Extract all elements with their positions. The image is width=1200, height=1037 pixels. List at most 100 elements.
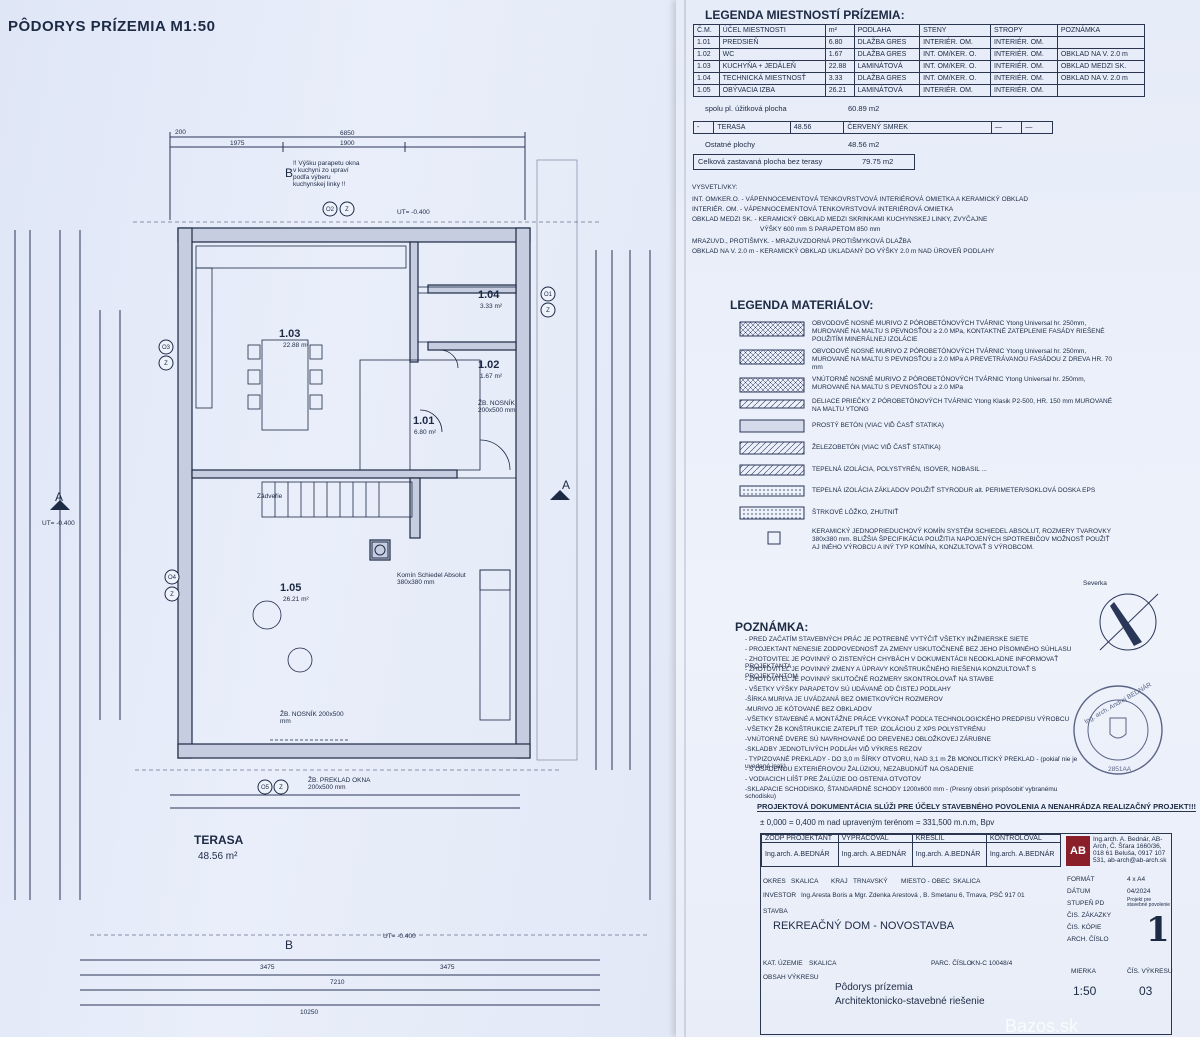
cell: — [1021,121,1053,134]
tb-label: ČIS. ZÁKAZKY [1067,912,1112,919]
cell: DLAŽBA GRES [853,72,921,85]
tb-value: Ing.Aresta Boris a Mgr. Zdenka Arestová … [801,892,1025,899]
elevation-note: ± 0,000 = 0,400 m nad upraveným terénom … [760,818,995,827]
note-line: - S OSADENOU EXTERIÉROVOU ŽALÚZIOU, NEZA… [745,766,974,773]
room-area-1.01: 6.80 m² [414,429,437,436]
other-label: Ostatné plochy [705,140,756,149]
abbrev-line: VÝŠKY 600 mm S PARAPETOM 850 mm [760,226,881,233]
material-item: VNÚTORNÉ NOSNÉ MURIVO Z PÓROBETÓNOVÝCH T… [812,376,1086,391]
tb-label: INVESTOR [763,892,797,899]
swatch-foundation-insulation [739,485,805,497]
room-area-1.03: 22.88 m² [283,342,309,349]
material-item: OBVODOVÉ NOSNÉ MURIVO Z PÓROBETÓNOVÝCH T… [812,348,1112,371]
tb-label: KRESLIL [911,834,987,843]
tb-value: TRNAVSKÝ [853,878,888,885]
section-a-right: A [562,478,571,492]
firm-logo: AB [1066,836,1090,866]
terrace-label: TERASA [194,833,244,847]
svg-text:O4: O4 [168,575,177,581]
material-item: ŠTRKOVÉ LÔŽKO, ZHUTNIŤ [812,509,899,516]
abbrev-line: OBKLAD NA V. 2.0 m - KERAMICKÝ OBKLAD UK… [692,248,995,255]
cell: INTERIÉR. OM. [990,36,1058,49]
tb-value: SKALICA [953,878,981,885]
abbrev-line: INTERIÉR. OM. - VÁPENNOCEMENTOVÁ TENKOVR… [692,206,954,213]
cell: 1.04 [693,72,720,85]
materials-legend-title: LEGENDA MATERIÁLOV: [730,298,874,312]
note-line: - VŠETKY VÝŠKY PARAPETOV SÚ UDÁVANÉ OD Č… [745,686,952,693]
cell: 48.56 [789,121,845,134]
tb-label: PARC. ČÍSLO [931,960,972,967]
col-header: Č.M. [693,24,720,37]
svg-text:O1: O1 [544,292,553,298]
cell: — [990,121,1023,134]
north-label: Severka [1083,580,1107,587]
sheet-title: PÔDORYS PRÍZEMIA M1:50 [8,18,216,35]
tb-value: 4 x A4 [1127,876,1146,883]
rooms-legend-header: Č.M. ÚČEL MIESTNOSTI m² PODLAHA STENY ST… [693,24,1146,37]
tb-value: Ing.arch. A.BEDNÁR [985,842,1062,867]
tb-label: KAT. ÚZEMIE [763,960,803,967]
tb-value: Ing.arch. A.BEDNÁR [837,842,913,867]
note-line: -MURIVO JE KÓTOVANÉ BEZ OBKLADOV [745,706,872,713]
tb-drawing-number: 03 [1139,984,1153,998]
room-label-1.01: 1.01 [413,415,435,427]
tb-value: SKALICA [791,878,819,885]
dim-bottom: 10250 [300,1009,319,1016]
note-line: -SKLAPACIE SCHODISKO, ŠTANDARDNÉ SCHODY … [745,786,1058,800]
rooms-legend-title: LEGENDA MIESTNOSTÍ PRÍZEMIA: [705,8,905,22]
watermark: Bazos.sk [1005,1016,1079,1036]
total-box [693,154,915,170]
section-b-bottom: B [285,938,294,952]
cell: INTERIÉR. OM. [990,48,1058,61]
room-area-1.02: 1.67 m² [480,373,503,380]
col-header: PODLAHA [853,24,921,37]
cell: 6.80 [824,36,855,49]
disclaimer: PROJEKTOVÁ DOKUMENTÁCIA SLÚŽI PRE ÚČELY … [757,802,1197,812]
cell: OBKLAD MEDZI SK. [1056,60,1146,73]
cell: INTERIÉR. OM. [990,60,1058,73]
material-item: TEPELNÁ IZOLÁCIA, POLYSTYRÉN, ISOVER, NO… [812,466,987,473]
cell: 26.21 [824,84,855,97]
level-bottom: UT= -0.400 [383,933,416,940]
swatch-wall-outer [739,321,805,337]
tb-value: SKALICA [809,960,837,967]
note-line: - VODIACICH LIÍŠT PRE ŽALÚZIE DO OSTENIA… [745,776,922,783]
cell [1056,84,1146,97]
cell: ČERVENÝ SMREK [843,121,992,134]
abbrev-title: VYSVETLIVKY: [692,184,738,191]
note-line: -ŠÍRKA MURIVA JE UVÁDZANÁ BEZ OMIETKOVÝC… [745,696,943,703]
chimney-label: Komín Schiedel Absolut 380x380 mm [397,572,466,586]
cell: TECHNICKÁ MIESTNOSŤ [718,72,826,85]
room-area-1.04: 3.33 m² [480,303,503,310]
dim-top: 6850 [340,130,355,137]
parapet-note: !! Výšku parapetu okna v kuchyni zo upra… [293,160,360,188]
tb-label: STUPEŇ PD [1067,900,1105,907]
tb-value: 04/2024 [1127,888,1151,895]
terrace-area: 48.56 m² [198,851,238,862]
swatch-wall-inner [739,377,805,393]
tb-label: KONTROLOVAL [985,834,1062,843]
section-b-top: B [285,166,294,180]
material-swatches [739,321,805,545]
beam-label-bottom: ŽB. NOSNÍK 200x500 mm [280,711,344,725]
svg-text:Z: Z [164,361,168,367]
cell: LAMINÁTOVÁ [853,84,921,97]
room-label-1.02: 1.02 [478,359,500,371]
col-header: ÚČEL MIESTNOSTI [718,24,826,37]
notes-title: POZNÁMKA: [735,620,809,634]
tb-value: Ing.arch. A.BEDNÁR [761,842,839,867]
north-arrow-icon [1099,593,1159,651]
note-line: -SKLADBY JEDNOTLIVÝCH PODLÁH VIĎ VÝKRES … [745,746,922,753]
cell: LAMINÁTOVÁ [853,60,921,73]
col-header: STROPY [990,24,1058,37]
svg-text:Z: Z [170,592,174,598]
cell: 1.05 [693,84,720,97]
cell: INTERIÉR. OM. [990,84,1058,97]
cell: 3.33 [824,72,855,85]
cell: INTERIÉR. OM. [990,72,1058,85]
cell: INT. OM/KER. O. [919,48,992,61]
tb-value: Projekt pre stavebné povolenie [1127,897,1171,908]
swatch-chimney [767,531,781,545]
